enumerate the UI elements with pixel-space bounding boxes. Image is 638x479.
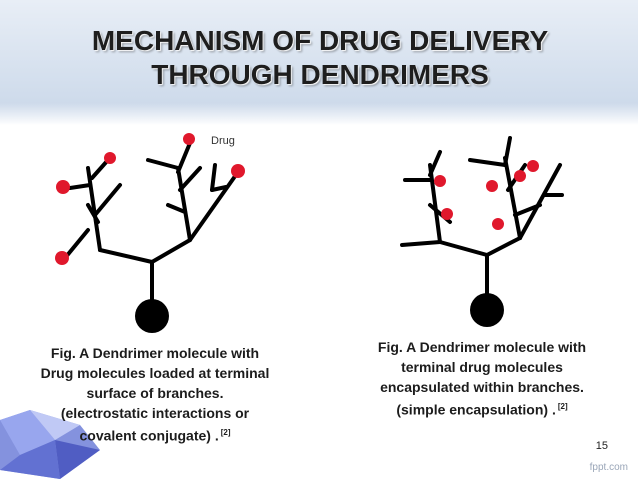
drug-molecule [104,152,116,164]
dendrimer-diagrams: Drug [0,0,638,340]
reference-marker: [2] [558,402,568,411]
caption-line: Drug molecules loaded at terminal [14,363,296,383]
drug-molecule [231,164,245,178]
left-core [135,299,169,333]
drug-molecule [55,251,69,265]
right-core [470,293,504,327]
caption-line: Fig. A Dendrimer molecule with [14,343,296,363]
left-dendrimer [65,143,238,300]
drug-molecule [486,180,498,192]
drug-molecule [434,175,446,187]
drug-molecule [441,208,453,220]
brand-watermark: fppt.com [590,462,628,473]
left-figure-caption: Fig. A Dendrimer molecule with Drug mole… [14,343,296,446]
caption-text: (simple encapsulation) . [396,402,555,418]
caption-line: encapsulated within branches. [348,377,616,397]
drug-molecule [492,218,504,230]
caption-line: Fig. A Dendrimer molecule with [348,337,616,357]
drug-molecule [56,180,70,194]
caption-line-last: covalent conjugate) .[2] [14,423,296,446]
drug-molecule [514,170,526,182]
caption-line-last: (simple encapsulation) .[2] [348,397,616,420]
caption-text: covalent conjugate) . [79,428,218,444]
drug-label: Drug [211,135,235,147]
caption-line: terminal drug molecules [348,357,616,377]
caption-line: (electrostatic interactions or [14,403,296,423]
right-dendrimer [402,138,562,295]
right-figure-caption: Fig. A Dendrimer molecule with terminal … [348,337,616,420]
drug-molecule [527,160,539,172]
reference-marker: [2] [221,428,231,437]
caption-line: surface of branches. [14,383,296,403]
page-number: 15 [596,440,608,452]
drug-molecule [183,133,195,145]
